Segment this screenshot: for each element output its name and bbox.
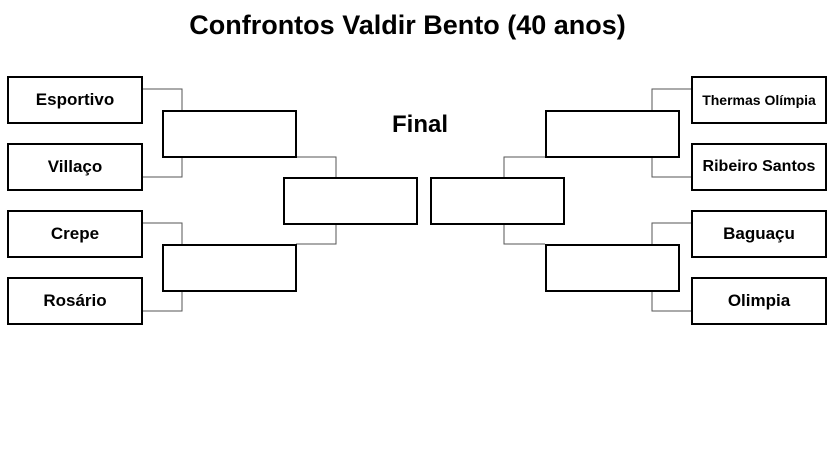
connector: [142, 291, 183, 312]
connector: [503, 223, 545, 245]
team-box-thermas-olimpia: Thermas Olímpia: [691, 76, 827, 124]
connector: [296, 223, 337, 245]
right-semifinal-top-slot: [545, 110, 680, 158]
connector: [651, 222, 692, 244]
connector: [142, 88, 183, 110]
right-final-slot: [430, 177, 565, 225]
left-semifinal-bottom-slot: [162, 244, 297, 292]
team-box-crepe: Crepe: [7, 210, 143, 258]
team-box-esportivo: Esportivo: [7, 76, 143, 124]
final-label: Final: [391, 111, 448, 138]
right-semifinal-bottom-slot: [545, 244, 680, 292]
team-box-ribeiro-santos: Ribeiro Santos: [691, 143, 827, 191]
team-box-baguacu: Baguaçu: [691, 210, 827, 258]
left-final-slot: [283, 177, 418, 225]
connector: [503, 156, 545, 177]
connector: [651, 291, 692, 312]
left-semifinal-top-slot: [162, 110, 297, 158]
connector: [651, 157, 692, 178]
team-box-rosario: Rosário: [7, 277, 143, 325]
team-box-villaco: Villaço: [7, 143, 143, 191]
connector: [142, 222, 183, 244]
connector: [651, 88, 692, 110]
page-title: Confrontos Valdir Bento (40 anos): [189, 10, 626, 40]
connector: [296, 156, 337, 177]
team-box-olimpia: Olimpia: [691, 277, 827, 325]
connector: [142, 157, 183, 178]
